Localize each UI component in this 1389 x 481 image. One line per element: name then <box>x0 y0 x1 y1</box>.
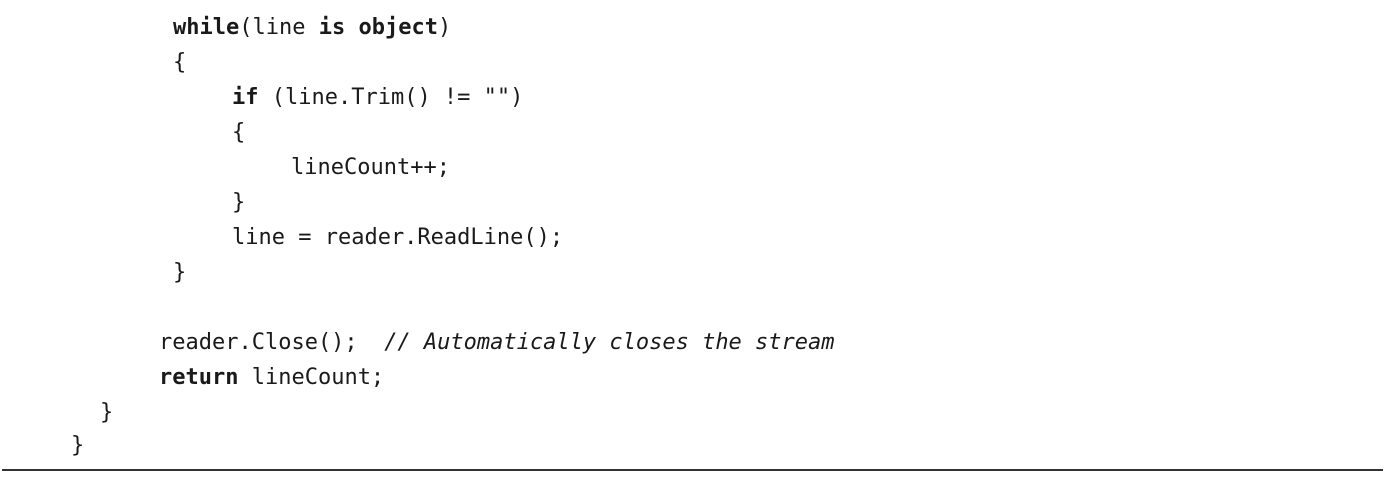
code-line-open-brace: { <box>232 120 246 145</box>
code-line-while: while(line is object) <box>173 10 451 45</box>
bottom-rule <box>2 469 1383 471</box>
code-text <box>345 15 358 40</box>
code-text: (line.Trim() != "") <box>258 85 524 110</box>
code-line-increment: lineCount++; <box>291 155 450 180</box>
code-line-close-brace: } <box>100 400 114 425</box>
code-line-close-brace: } <box>71 433 85 458</box>
code-line-open-brace: { <box>173 50 187 75</box>
keyword-while: while <box>173 15 240 40</box>
keyword-if: if <box>232 85 259 110</box>
keyword-object: object <box>358 15 438 40</box>
code-line-return: return lineCount; <box>159 360 384 395</box>
code-line-close-brace: } <box>173 260 187 285</box>
code-text: (line <box>239 15 319 40</box>
code-comment: // Automatically closes the stream <box>384 330 835 355</box>
keyword-is: is <box>318 15 346 40</box>
keyword-return: return <box>159 365 239 390</box>
code-line-readline: line = reader.ReadLine(); <box>232 225 564 250</box>
code-line-close-call: reader.Close(); // Automatically closes … <box>159 325 835 360</box>
code-text: reader.Close(); <box>159 330 358 355</box>
code-line-close-brace: } <box>232 190 246 215</box>
code-text: lineCount; <box>238 365 385 390</box>
code-text: ) <box>437 15 452 40</box>
code-line-if: if (line.Trim() != "") <box>232 80 523 115</box>
